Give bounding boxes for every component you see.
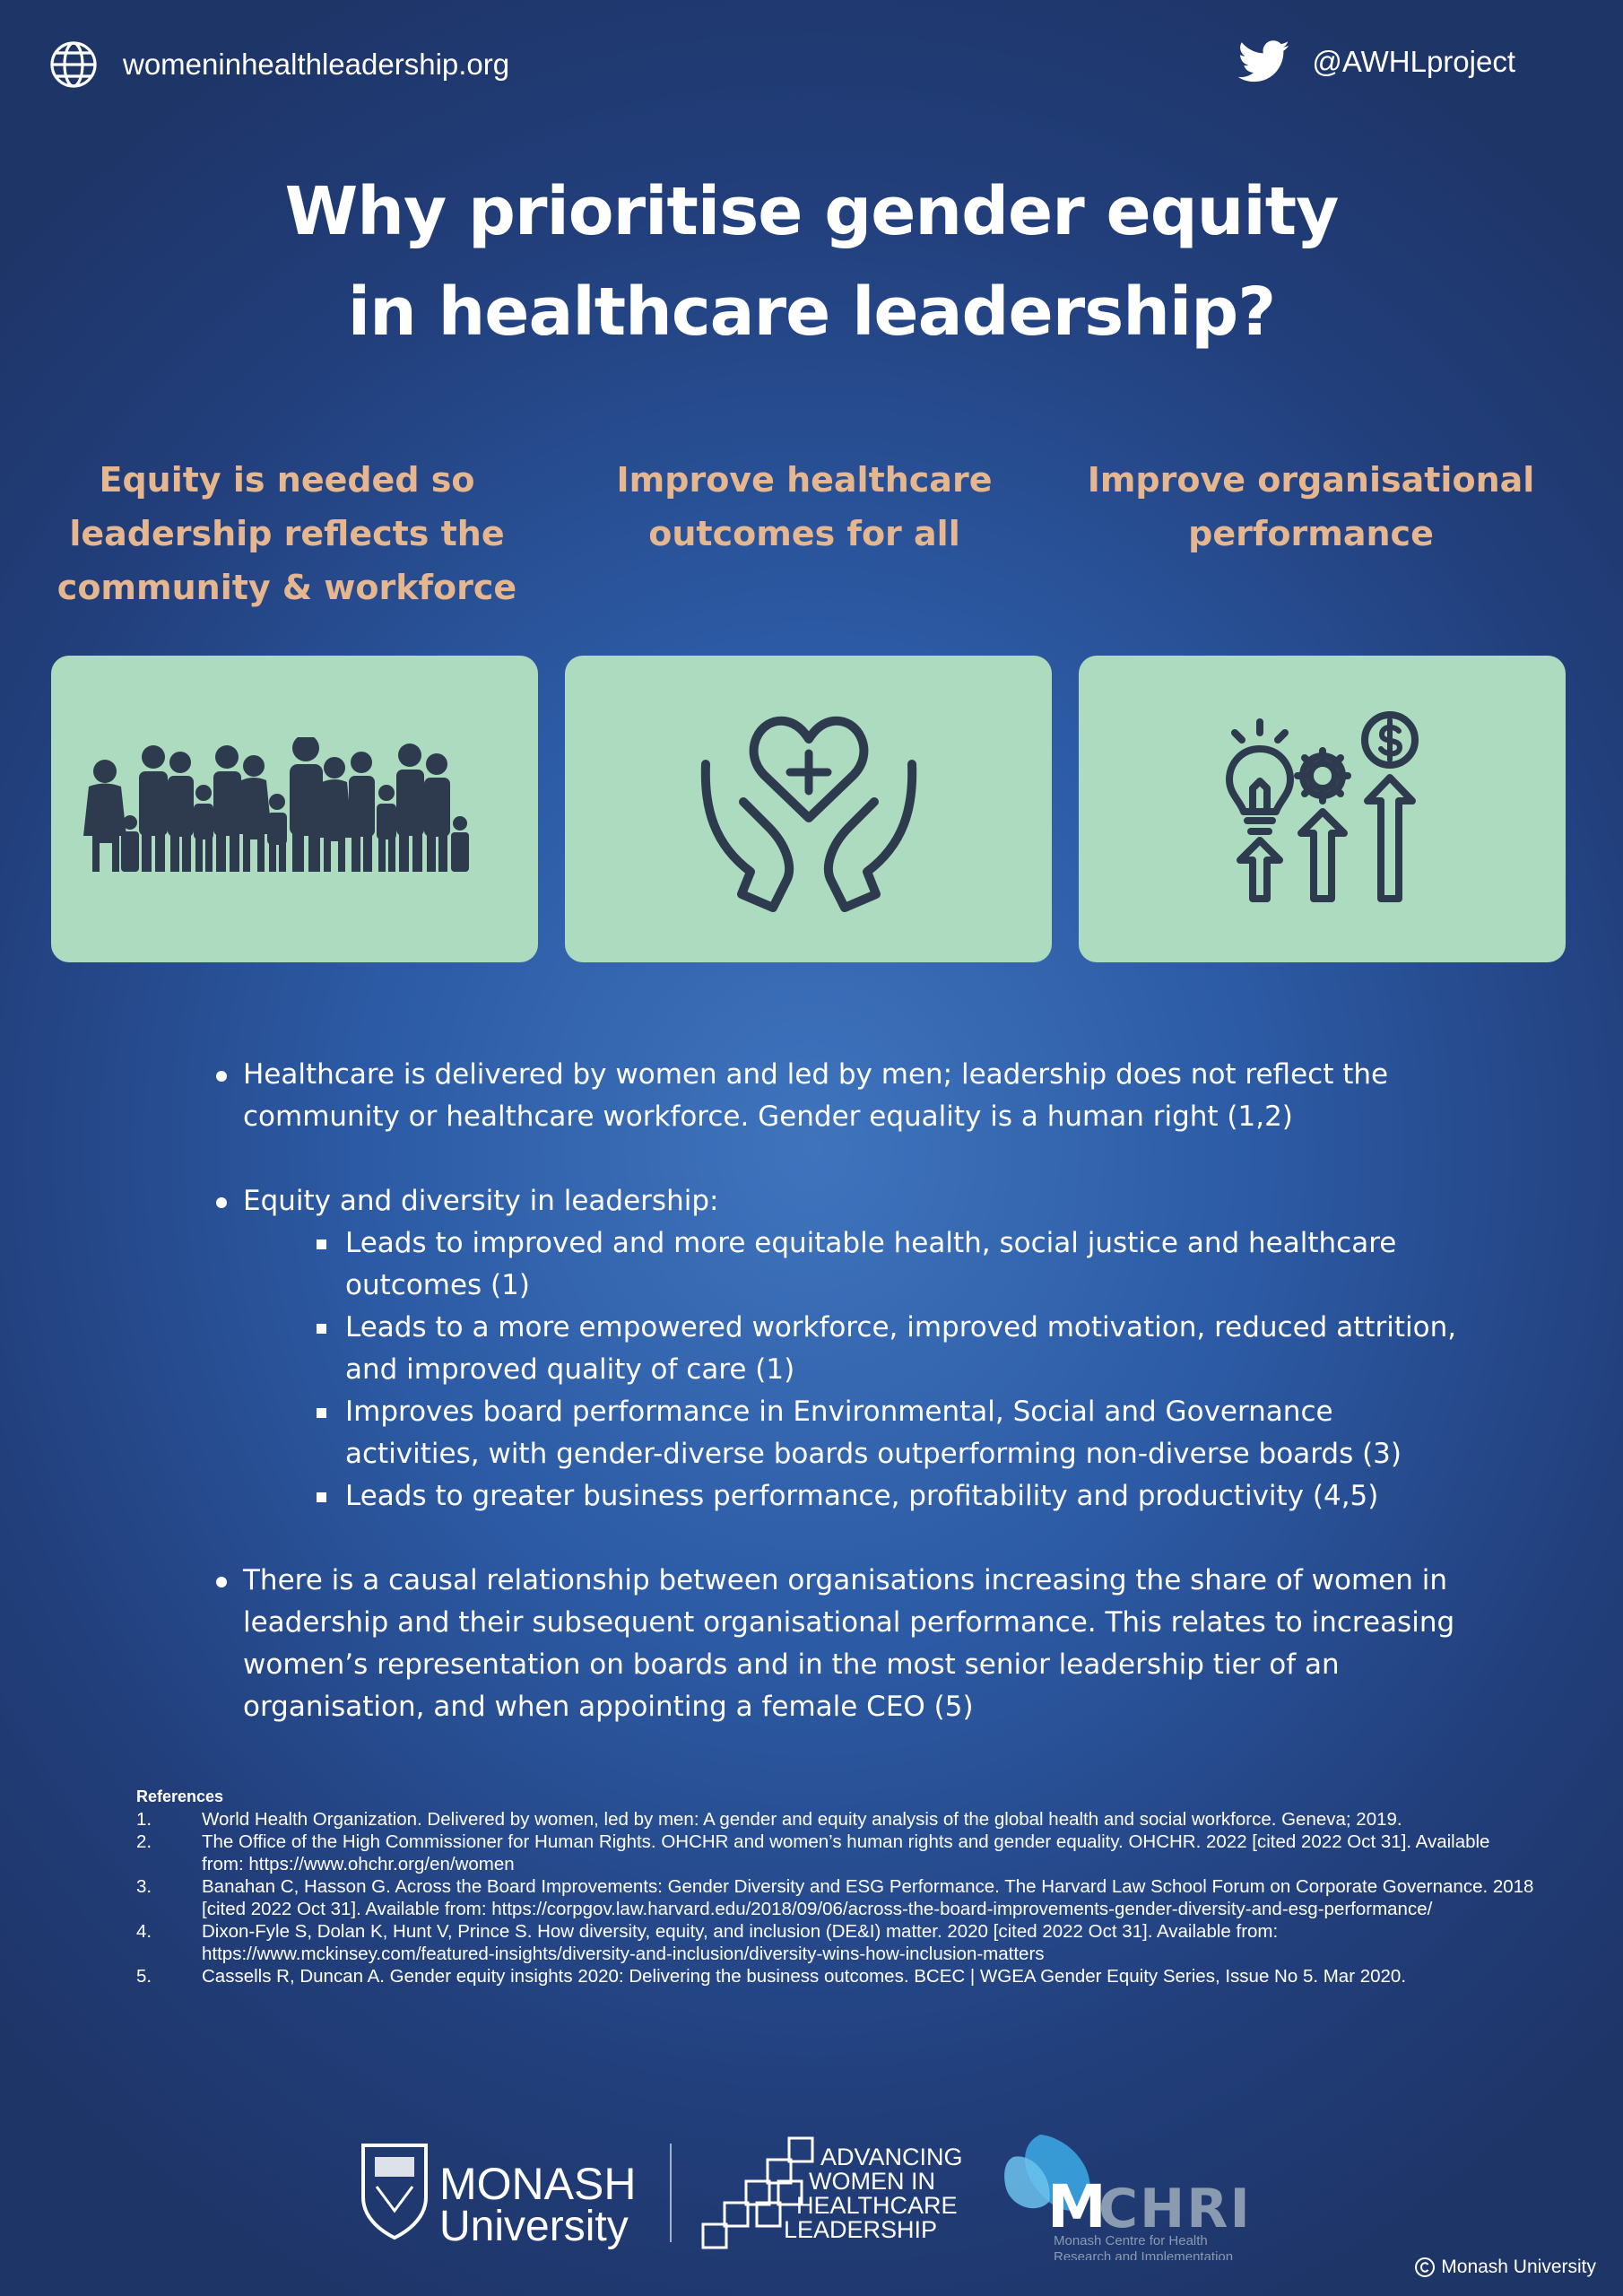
heading-line: performance bbox=[1188, 514, 1434, 553]
heading-line: Improve healthcare bbox=[616, 460, 993, 500]
monash-subname: University bbox=[439, 2203, 629, 2250]
people-group-icon bbox=[82, 737, 469, 872]
monash-name: MONASH bbox=[439, 2159, 636, 2209]
reference-number: 3. bbox=[136, 1876, 152, 1897]
copyright-icon bbox=[1415, 2257, 1436, 2277]
list-item: Leads to improved and more equitable hea… bbox=[213, 1222, 1468, 1307]
twitter-link[interactable]: @AWHLproject bbox=[1238, 40, 1515, 83]
awhl-line: WOMEN IN bbox=[809, 2168, 935, 2195]
title-line-1: Why prioritise gender equity bbox=[284, 173, 1340, 250]
references-title: References bbox=[136, 1787, 224, 1805]
equity-benefits-list: Leads to improved and more equitable hea… bbox=[213, 1222, 1468, 1518]
point-led-by-men: Healthcare is delivered by women and led… bbox=[213, 1054, 1468, 1138]
heading-line: community & workforce bbox=[56, 568, 517, 607]
website-url: womeninhealthleadership.org bbox=[123, 48, 510, 81]
monash-university-logo: MONASH University bbox=[361, 2144, 672, 2250]
references: References 1. World Health Organization. … bbox=[136, 1786, 1535, 1987]
list-item: Leads to a more empowered workforce, imp… bbox=[213, 1307, 1468, 1391]
partner-logos: MONASH University ADVANCING WOMEN IN HEA… bbox=[0, 2126, 1623, 2265]
column-heading-performance: Improve organisational performance bbox=[1060, 453, 1562, 561]
hands-heart-cross-icon bbox=[700, 716, 916, 912]
list-item: Improves board performance in Environmen… bbox=[213, 1391, 1468, 1475]
point-equity-diversity-label: Equity and diversity in leadership: bbox=[243, 1185, 719, 1217]
twitter-handle: @AWHLproject bbox=[1312, 45, 1515, 78]
awhl-line: ADVANCING bbox=[820, 2144, 963, 2170]
copyright-notice: Monash University bbox=[1414, 2257, 1596, 2278]
mchri-subtitle-2: Research and Implementation bbox=[1054, 2249, 1233, 2260]
card-performance bbox=[1079, 656, 1566, 962]
page-title: Why prioritise gender equity in healthca… bbox=[0, 161, 1623, 362]
reference-number: 2. bbox=[136, 1831, 152, 1852]
mchri-name-rest: CHRI bbox=[1098, 2178, 1252, 2240]
card-community bbox=[51, 656, 538, 962]
reference-text: Banahan C, Hasson G. Across the Board Im… bbox=[202, 1876, 1534, 1919]
heading-line: leadership reflects the bbox=[69, 514, 505, 553]
point-causal-relationship: There is a causal relationship between o… bbox=[213, 1560, 1468, 1728]
mchri-name-m: M bbox=[1047, 2172, 1107, 2241]
twitter-icon bbox=[1238, 40, 1290, 83]
mchri-subtitle-1: Monash Centre for Health bbox=[1054, 2233, 1208, 2248]
growth-bulb-gear-dollar-icon bbox=[1225, 711, 1419, 902]
heading-line: outcomes for all bbox=[648, 514, 960, 553]
list-item: Leads to greater business performance, p… bbox=[213, 1475, 1468, 1518]
awhl-logo bbox=[701, 2136, 814, 2249]
reference-text: World Health Organization. Delivered by … bbox=[202, 1809, 1402, 1830]
awhl-line: HEALTHCARE bbox=[796, 2192, 958, 2219]
key-points: Healthcare is delivered by women and led… bbox=[213, 1054, 1468, 1728]
reference-text: Cassells R, Duncan A. Gender equity insi… bbox=[202, 1966, 1407, 1987]
reference-item: 1. World Health Organization. Delivered b… bbox=[136, 1808, 1535, 1831]
card-healthcare bbox=[565, 656, 1052, 962]
logo-strip: MONASH University ADVANCING WOMEN IN HEA… bbox=[361, 2135, 1252, 2265]
awhl-line: LEADERSHIP bbox=[784, 2216, 937, 2243]
title-line-2: in healthcare leadership? bbox=[347, 274, 1276, 351]
heading-line: Equity is needed so bbox=[99, 460, 475, 500]
website-link[interactable]: womeninhealthleadership.org bbox=[49, 40, 509, 89]
globe-icon bbox=[50, 41, 97, 88]
reference-text: Dixon-Fyle S, Dolan K, Hunt V, Prince S.… bbox=[202, 1921, 1279, 1964]
reference-number: 4. bbox=[136, 1921, 152, 1942]
copyright-text: Monash University bbox=[1441, 2257, 1596, 2277]
reference-item: 5. Cassells R, Duncan A. Gender equity in… bbox=[136, 1965, 1535, 1987]
reference-text: The Office of the High Commissioner for … bbox=[202, 1831, 1490, 1874]
reference-number: 1. bbox=[136, 1809, 152, 1830]
mchri-logo: M CHRI Monash Centre for Health Research… bbox=[1004, 2135, 1252, 2265]
column-heading-equity: Equity is needed so leadership reflects … bbox=[36, 453, 538, 614]
reference-item: 2. The Office of the High Commissioner fo… bbox=[136, 1831, 1535, 1875]
point-equity-diversity: Equity and diversity in leadership: Lead… bbox=[213, 1180, 1468, 1518]
reference-item: 4. Dixon-Fyle S, Dolan K, Hunt V, Prince … bbox=[136, 1920, 1535, 1965]
reference-item: 3. Banahan C, Hasson G. Across the Board … bbox=[136, 1875, 1535, 1920]
reference-number: 5. bbox=[136, 1966, 152, 1987]
heading-line: Improve organisational bbox=[1087, 460, 1535, 500]
column-heading-outcomes: Improve healthcare outcomes for all bbox=[553, 453, 1055, 561]
